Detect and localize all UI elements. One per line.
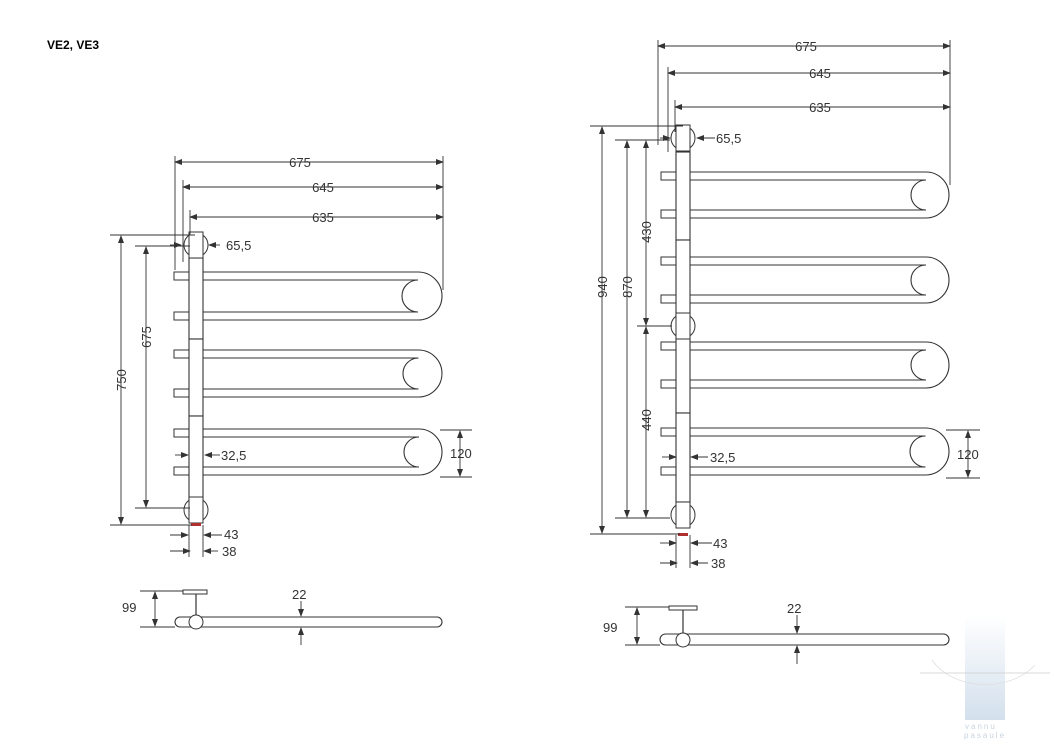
dim-tube-offset: 32,5 bbox=[710, 450, 735, 465]
dim-loop-height: 120 bbox=[957, 447, 979, 462]
dim-tube-22: 22 bbox=[292, 587, 306, 602]
left-drawing-labels: 675 645 635 750 675 65,5 32,5 120 43 38 … bbox=[114, 155, 472, 615]
towel-loop bbox=[203, 428, 443, 476]
rail-column bbox=[675, 412, 691, 503]
joint-body bbox=[675, 501, 691, 529]
dim-38: 38 bbox=[711, 556, 725, 571]
dim-tube-22: 22 bbox=[787, 601, 801, 616]
towel-loop bbox=[203, 271, 443, 321]
dim-height-440: 440 bbox=[639, 409, 654, 431]
right-drawing-labels: 675 645 635 940 870 430 440 65,5 32,5 12… bbox=[595, 39, 979, 635]
joint-body bbox=[188, 496, 204, 524]
dim-tube-offset: 32,5 bbox=[221, 448, 246, 463]
towel-loop bbox=[690, 256, 950, 304]
wall-bracket bbox=[668, 605, 698, 611]
rail-column bbox=[188, 415, 204, 501]
watermark-text-1: vannu bbox=[965, 722, 997, 731]
dim-height-870: 870 bbox=[620, 276, 635, 298]
dim-height-430: 430 bbox=[639, 221, 654, 243]
side-view-tube bbox=[659, 633, 950, 646]
dim-depth-99: 99 bbox=[122, 600, 136, 615]
side-view-joint bbox=[675, 632, 691, 648]
watermark-logo: vannu pasaule bbox=[920, 615, 1050, 740]
dim-width-635: 635 bbox=[809, 100, 831, 115]
side-view-joint bbox=[188, 614, 204, 630]
page-title: VE2, VE3 bbox=[47, 38, 100, 52]
dim-height-675: 675 bbox=[139, 326, 154, 348]
dim-depth-99: 99 bbox=[603, 620, 617, 635]
rail-column bbox=[188, 338, 204, 417]
dim-43: 43 bbox=[713, 536, 727, 551]
side-view-tube bbox=[174, 616, 443, 628]
towel-loop bbox=[203, 349, 443, 398]
dim-width-675: 675 bbox=[289, 155, 311, 170]
towel-loop bbox=[690, 427, 950, 476]
joint-body bbox=[675, 312, 691, 340]
dim-circle-dia: 65,5 bbox=[226, 238, 251, 253]
heating-element-plug bbox=[191, 523, 201, 526]
wall-bracket bbox=[182, 589, 208, 595]
heating-element-plug bbox=[678, 533, 688, 536]
dim-width-645: 645 bbox=[312, 180, 334, 195]
towel-loop bbox=[690, 171, 950, 219]
dim-width-675: 675 bbox=[795, 39, 817, 54]
dim-width-645: 645 bbox=[809, 66, 831, 81]
rail-column bbox=[188, 257, 204, 340]
towel-loop bbox=[690, 341, 950, 389]
dim-height-750: 750 bbox=[114, 369, 129, 391]
dim-loop-height: 120 bbox=[450, 446, 472, 461]
dim-38: 38 bbox=[222, 544, 236, 559]
dim-width-635: 635 bbox=[312, 210, 334, 225]
watermark-text-2: pasaule bbox=[964, 731, 1006, 740]
rail-column bbox=[675, 151, 691, 241]
dim-height-940: 940 bbox=[595, 276, 610, 298]
dim-43: 43 bbox=[224, 527, 238, 542]
dim-circle-dia: 65,5 bbox=[716, 131, 741, 146]
joint-body bbox=[188, 231, 204, 259]
joint-body bbox=[675, 124, 691, 152]
